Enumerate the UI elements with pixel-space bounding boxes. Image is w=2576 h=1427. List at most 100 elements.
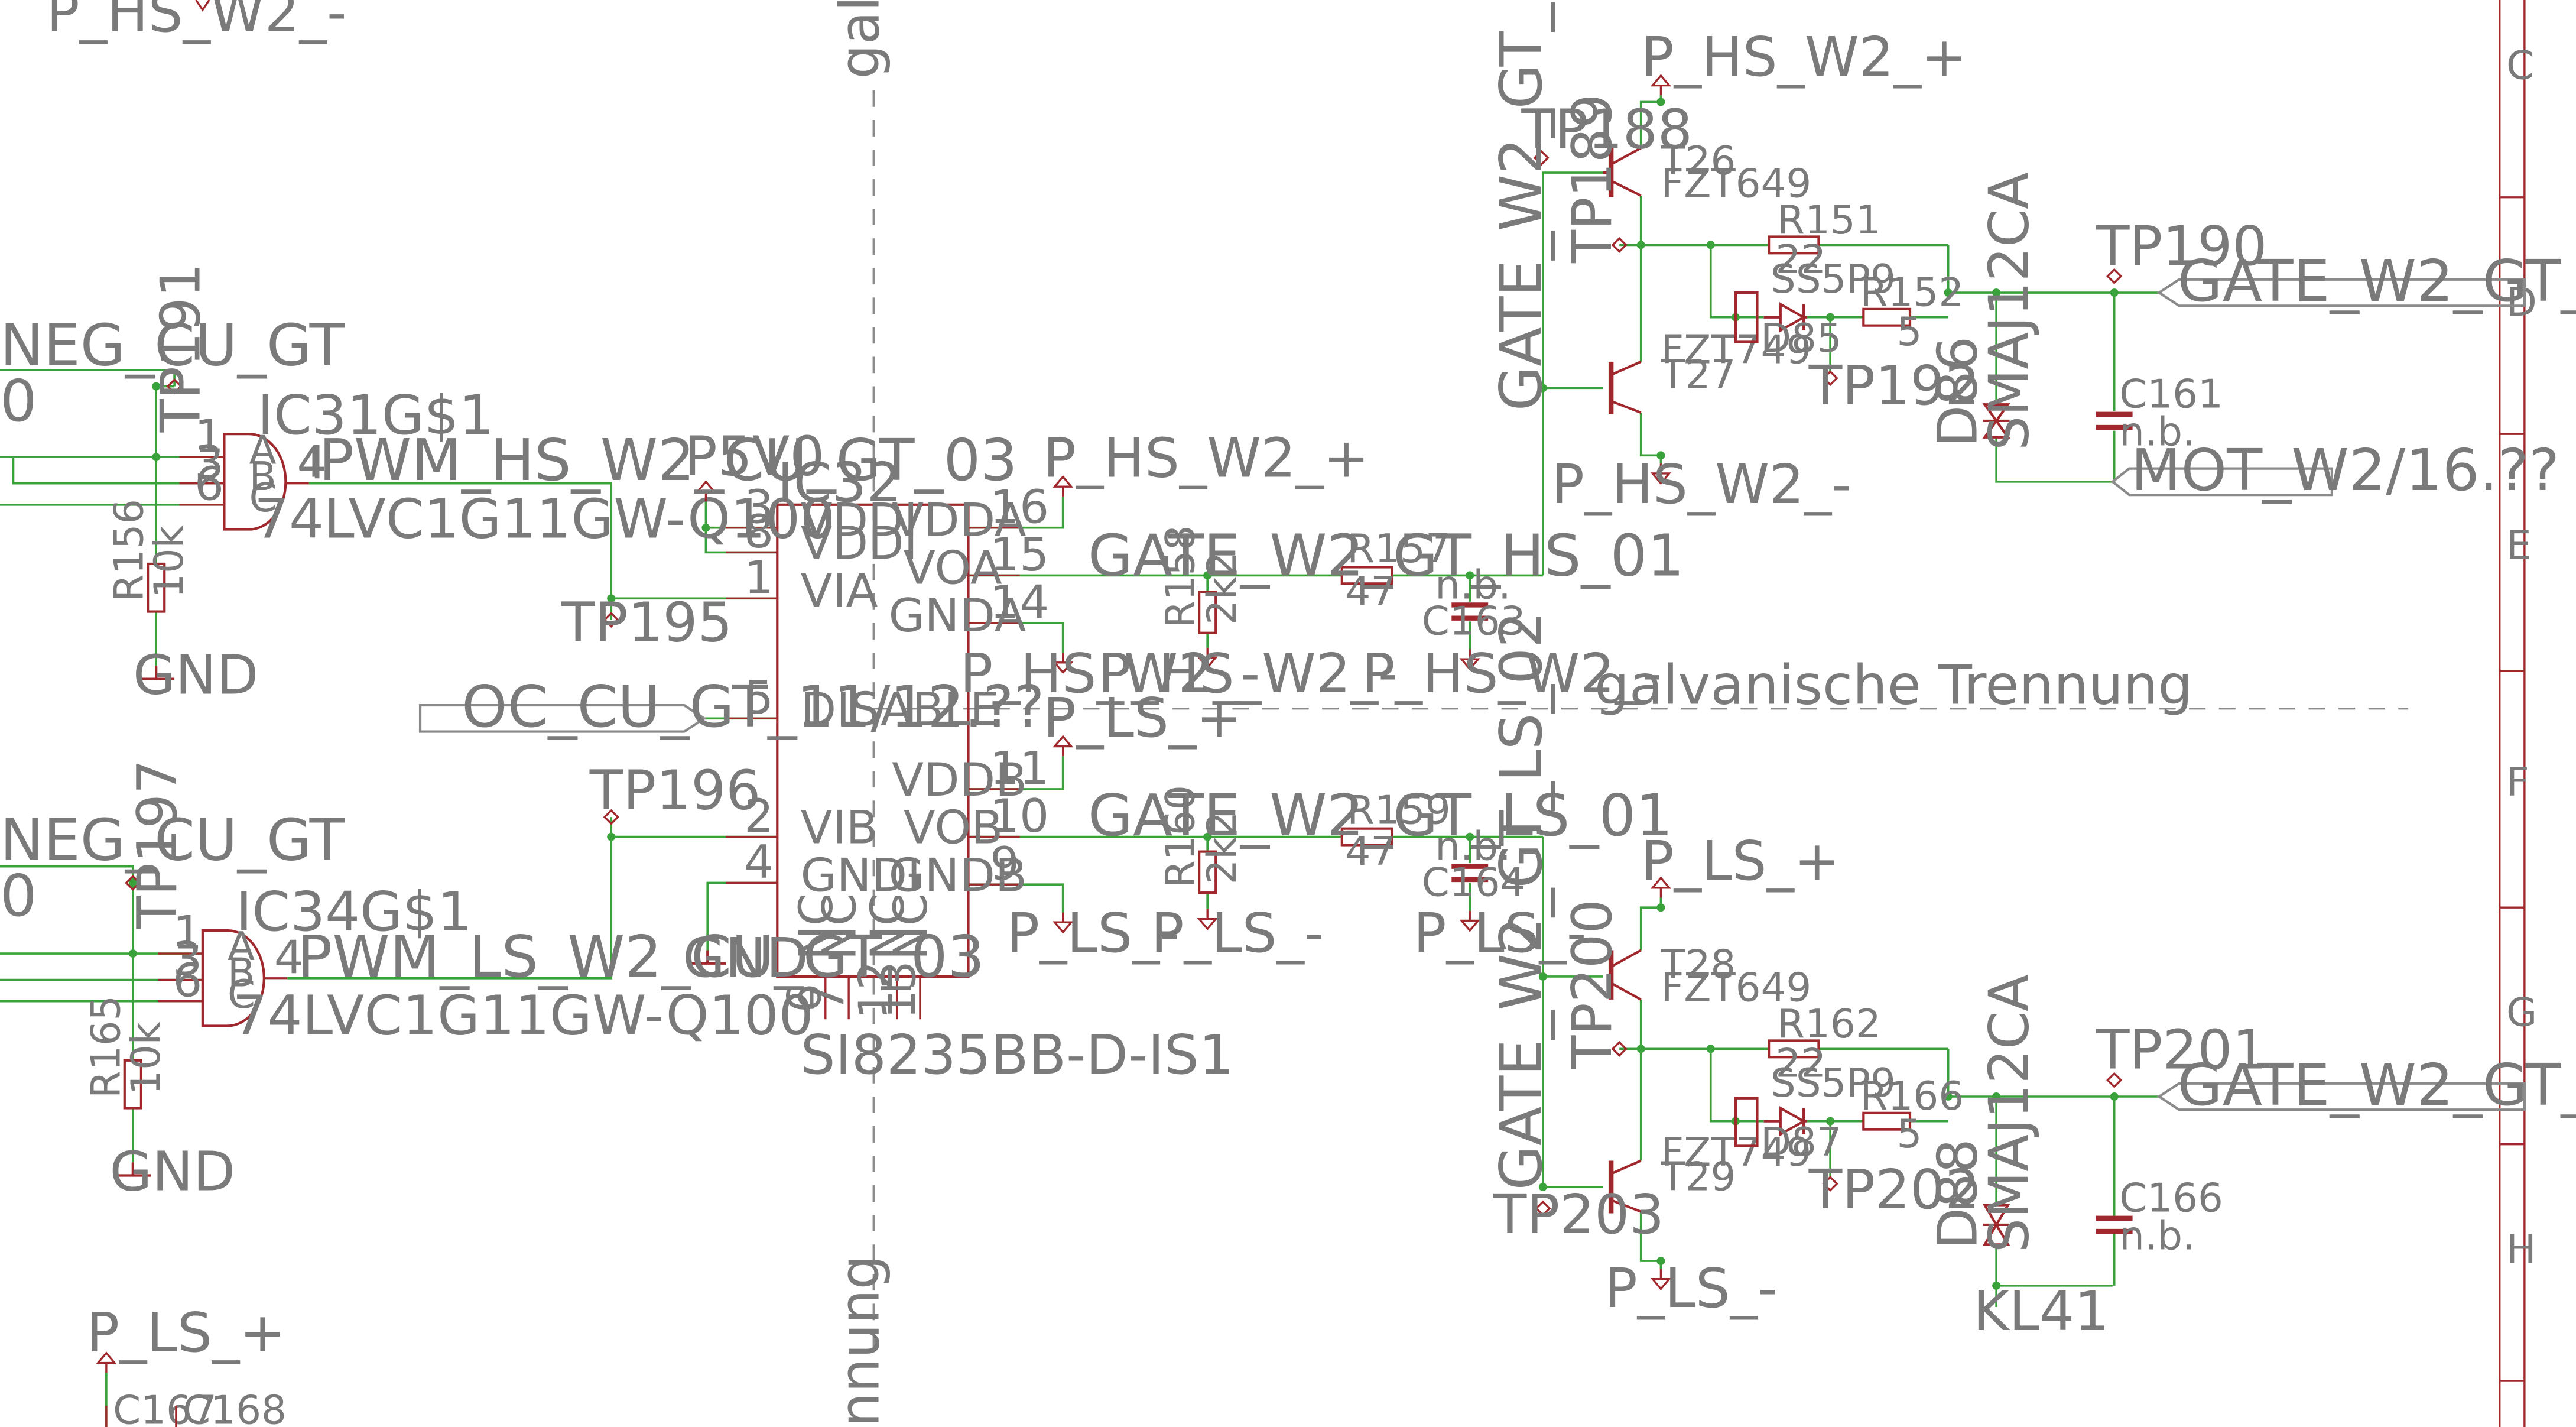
resistor-value: 47 xyxy=(1345,569,1396,615)
resistor-ref: R156 xyxy=(106,499,152,602)
supply-label-p-ls-minus: P_LS_- xyxy=(1151,901,1324,965)
resistor-ref: R152 xyxy=(1860,270,1964,316)
ic32-pin-name: NC xyxy=(861,894,915,961)
gate-pin-num: 1 xyxy=(194,410,224,463)
ic32-part: SI8235BB-D-IS1 xyxy=(801,1023,1234,1087)
gate-pin-num: 1 xyxy=(173,906,202,960)
diode-part: SS5P9 xyxy=(1771,256,1896,302)
frame-row-f: F xyxy=(2506,759,2529,805)
ic32-pin-name: VDDA xyxy=(892,494,1026,547)
diode-ref: D88 xyxy=(1925,1139,1990,1249)
ic32-pin-num: 7 xyxy=(801,984,855,1013)
frame-row-g: G xyxy=(2506,990,2537,1036)
gate-input-name: B xyxy=(228,950,255,996)
ic32-pin-num: 5 xyxy=(744,671,774,725)
flag-label: OC_CU_GT_11/12.?? xyxy=(462,674,1044,741)
resistor-ref: R165 xyxy=(83,995,129,1098)
gate-input-name: A xyxy=(249,427,277,473)
ic32-pin-name: GNDB xyxy=(889,849,1027,903)
testpoint-label: TP190 xyxy=(2096,214,2268,277)
ic32-pin-name: VDDB xyxy=(892,753,1027,807)
supply-label-p-ls-plus: P_LS_+ xyxy=(86,1301,285,1364)
ic32-pin-num: 8 xyxy=(744,505,774,559)
resistor-value: 2k2 xyxy=(1199,552,1245,625)
diode-part: SMAJ12CA xyxy=(1977,974,2041,1253)
gate-input-name: C xyxy=(249,475,277,521)
supply-label-p-hs-plus: P_HS_W2_+ xyxy=(1641,25,1967,88)
testpoint-label: TP203 xyxy=(1493,1182,1665,1246)
testpoint-label: TP189 xyxy=(1560,93,1625,264)
separator-bottom-text: nnung xyxy=(827,1255,892,1427)
gate-part: 74LVC1G11GW-Q100 xyxy=(254,487,835,550)
frame-row-e: E xyxy=(2506,523,2532,569)
testpoint-label: TP192 xyxy=(1808,354,1980,417)
ic32-pin-name: VDDI xyxy=(801,494,918,547)
supply-label-p-hs-minus: P_HS_W2_- xyxy=(1098,641,1398,705)
ic32-pin-name: DISABLE xyxy=(801,683,1000,737)
flag-label: GATE_W2_GT_HS_03/16.?? xyxy=(2177,248,2576,314)
flag-label: MOT_W2/16.?? xyxy=(2131,437,2559,504)
net-label: 0 xyxy=(0,863,37,930)
resistor-value: 47 xyxy=(1345,828,1396,874)
capacitor-value: n.b. xyxy=(1435,562,1510,608)
net-label: 0 xyxy=(0,368,37,434)
net-label: GATE_W2_GT_LS_02 xyxy=(1488,611,1556,1190)
net-label: GATE_W2_GT_LS_01 xyxy=(1088,782,1673,849)
capacitor-ref: C164 xyxy=(1422,860,1526,906)
supply-label-p-hs-plus: P_HS_W2_+ xyxy=(1043,426,1369,489)
capacitor-symbols xyxy=(1451,411,2133,1234)
supply-label-p-ls-plus: P_LS_+ xyxy=(1043,686,1242,749)
separator-label: galvanische Trennung xyxy=(1594,653,2192,716)
transistor-symbols xyxy=(1603,147,1642,1214)
gate-input-name: C xyxy=(228,971,255,1017)
testpoint-label: TP200 xyxy=(1560,899,1625,1069)
transistor-ref: T26 xyxy=(1660,138,1736,184)
testpoint-label: TP201 xyxy=(2096,1018,2268,1081)
resistor-ref: R158 xyxy=(1157,526,1203,628)
ic32-pin-name: NC xyxy=(813,894,866,961)
diode-ref: D85 xyxy=(1760,315,1842,361)
diode-symbols xyxy=(1734,291,2010,1246)
ic32-pin-num: 6 xyxy=(778,984,831,1013)
connector-label: KL41 xyxy=(1973,1279,2109,1342)
isolation-barrier xyxy=(872,90,2409,1365)
testpoint-label: TP188 xyxy=(1521,98,1693,161)
resistor-ref: R162 xyxy=(1777,1001,1881,1047)
transistor-part: FZT649 xyxy=(1661,965,1811,1011)
ic32-pin-num: 2 xyxy=(744,790,774,844)
supply-label-p-ls-minus: P_LS_- xyxy=(1006,901,1180,965)
resistor-ref: R151 xyxy=(1777,197,1881,243)
capacitor-ref: C167 xyxy=(113,1387,217,1427)
gate-ref: IC31G$1 xyxy=(258,384,494,447)
resistor-value: 5 xyxy=(1897,1111,1922,1157)
ic32-ref: IC32 xyxy=(777,451,901,514)
testpoint-label: TP202 xyxy=(1808,1158,1980,1221)
supply-label-p-ls-minus: P_LS_- xyxy=(1414,901,1587,965)
ic32-pin-num: 12 xyxy=(849,961,903,1019)
resistor-ref: R160 xyxy=(1157,785,1203,888)
capacitor-ref: C163 xyxy=(1422,598,1526,644)
net-label: NEG_CU_GT xyxy=(0,807,346,874)
ic32-pin-name: VOB xyxy=(904,801,1003,855)
testpoint-label: TP195 xyxy=(561,591,733,654)
frame-row-h: H xyxy=(2506,1226,2536,1272)
gate-pin-num: 3 xyxy=(194,436,224,490)
resistor-value: 10k xyxy=(122,1022,168,1095)
gate-input-name: B xyxy=(249,453,277,500)
ic32-pin-num: 15 xyxy=(990,528,1049,582)
ic32-pin-name: VIB xyxy=(801,801,878,855)
ic32-pin-name: GNDI xyxy=(801,849,921,903)
resistor-value: 5 xyxy=(1897,309,1922,355)
diode-part: SS5P9 xyxy=(1771,1060,1896,1106)
capacitor-value: n.b. xyxy=(2119,1213,2195,1259)
ic32-pin-name: VIA xyxy=(801,565,878,618)
capacitor-ref: C166 xyxy=(2119,1175,2223,1221)
gate-pin-num: 4 xyxy=(274,931,304,985)
capacitor-value: n.b. xyxy=(1435,823,1510,870)
ic32-pin-num: 9 xyxy=(990,837,1019,891)
junctions xyxy=(128,98,2119,1290)
transistor-ref: T29 xyxy=(1660,1154,1736,1200)
frame-row-d: D xyxy=(2506,279,2537,325)
supply-label-gnd: GND xyxy=(133,643,259,706)
